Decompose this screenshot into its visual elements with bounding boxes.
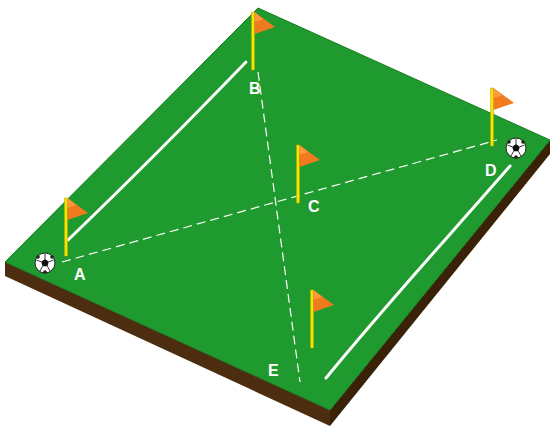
chalk-line (326, 166, 510, 378)
point-label: B (249, 81, 261, 97)
point-label: C (308, 199, 320, 215)
point-label: D (485, 163, 497, 179)
soccer-ball (506, 138, 526, 159)
dashed-line (258, 72, 300, 382)
soccer-ball (35, 253, 55, 274)
point-label: E (268, 363, 279, 379)
corner-flag (311, 290, 335, 348)
point-label: A (74, 267, 86, 283)
chalk-line (68, 62, 246, 240)
corner-flag (252, 12, 276, 70)
field-surface (5, 8, 550, 410)
corner-flag (491, 88, 515, 146)
corner-flag (297, 145, 321, 203)
corner-flag (65, 198, 89, 256)
dashed-line (62, 140, 497, 262)
